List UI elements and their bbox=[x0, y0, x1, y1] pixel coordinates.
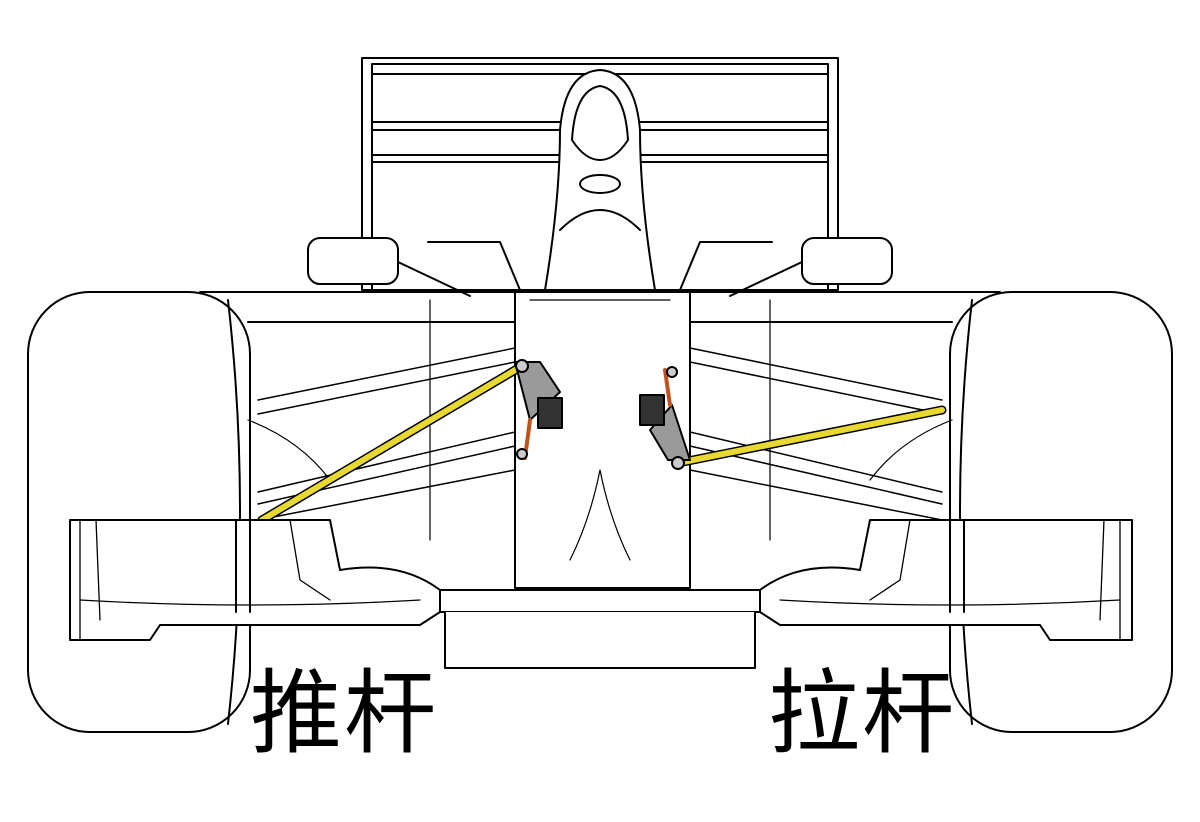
right-wishbones bbox=[689, 347, 943, 521]
pullrod-label: 拉杆 bbox=[768, 660, 957, 767]
body bbox=[199, 291, 1001, 541]
mirrors bbox=[307, 237, 893, 297]
right-tyre bbox=[949, 291, 1173, 733]
pushrod bbox=[257, 361, 527, 525]
left-rocker-damper bbox=[514, 359, 563, 460]
pullrod bbox=[673, 405, 947, 468]
left-wishbones bbox=[257, 347, 516, 521]
front-wing bbox=[69, 519, 1133, 669]
chassis bbox=[514, 69, 691, 589]
pushrod-label: 推杆 bbox=[250, 660, 439, 767]
left-tyre bbox=[27, 291, 251, 733]
right-rocker-damper bbox=[639, 366, 691, 470]
